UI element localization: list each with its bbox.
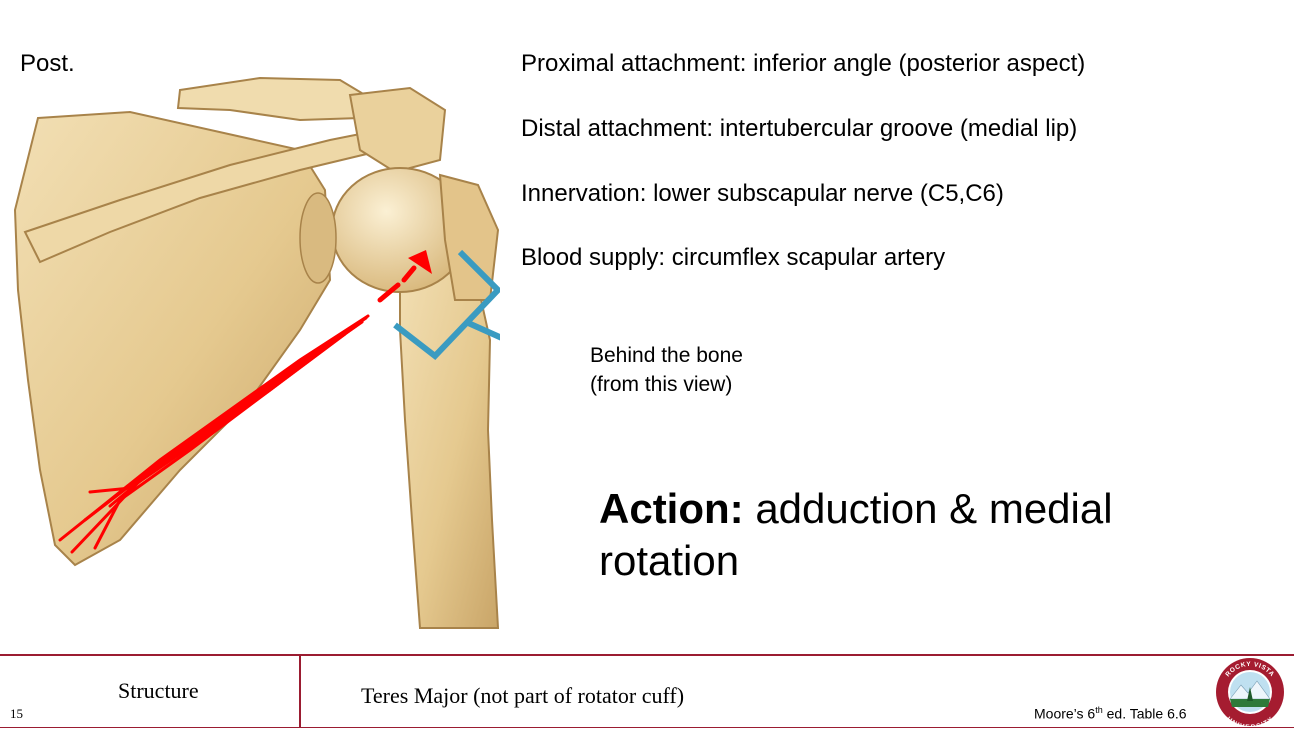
insertion-dashed-arrow (377, 265, 417, 303)
footer-top-rule (0, 654, 1294, 656)
distal-attachment-text: Distal attachment: intertubercular groov… (521, 115, 1078, 142)
behind-bone-note: Behind the bone (from this view) (590, 341, 743, 399)
footer-bottom-rule (0, 727, 1294, 728)
innervation-text: Innervation: lower subscapular nerve (C5… (521, 180, 1004, 207)
structure-label: Structure (118, 678, 199, 703)
action-label: Action: (599, 485, 744, 532)
note-line-2: (from this view) (590, 373, 733, 396)
reference-citation: Moore’s 6th ed. Table 6.6 (1034, 705, 1187, 722)
rocky-vista-university-logo: ROCKY VISTA UNIVERSITY (1216, 658, 1284, 727)
blood-supply-text: Blood supply: circumflex scapular artery (521, 244, 946, 271)
scapula (13, 110, 332, 567)
proximal-attachment-text: Proximal attachment: inferior angle (pos… (521, 50, 1086, 77)
action-statement: Action: adduction & medial rotation (599, 483, 1219, 587)
acromion (176, 76, 367, 122)
insertion-arrowhead (408, 250, 432, 274)
slide-number: 15 (10, 706, 23, 721)
teres-major-fibres (58, 314, 370, 554)
structure-name: Teres Major (not part of rotator cuff) (361, 683, 685, 708)
note-line-1: Behind the bone (590, 344, 743, 367)
shoulder-anatomy-illustration (13, 76, 500, 629)
action-text: adduction & medial rotation (599, 485, 1113, 584)
view-label: Post. (20, 50, 75, 77)
acromion-tip (348, 86, 447, 174)
footer-column-divider (299, 656, 301, 728)
behind-bone-bracket (393, 249, 500, 361)
